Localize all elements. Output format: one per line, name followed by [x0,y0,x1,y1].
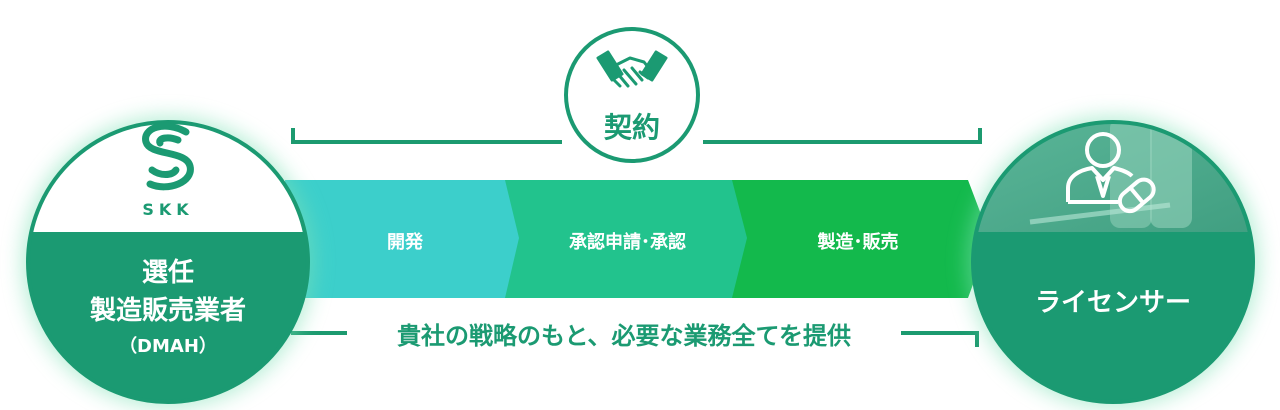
right-node-label: ライセンサー [1034,288,1191,318]
user-pill-icon [1066,132,1156,214]
bottom-caption: 貴社の戦略のもと、必要な業務全てを提供 [396,322,852,350]
process-step-development: 開発 [387,232,423,253]
skk-swirl-logo [142,122,194,191]
process-band [285,180,990,298]
left-node-title-line3: （DMAH） [119,336,217,357]
process-step-manufacturing: 製造･販売 [817,232,899,253]
contract-bracket [291,128,982,144]
handshake-icon [596,50,668,88]
left-node-title-line1: 選任 [141,258,194,288]
process-step-approval-shape [505,180,750,298]
right-node-circle [967,116,1259,408]
process-step-manufacturing-shape [732,180,990,298]
contract-label: 契約 [603,111,660,144]
caption-lines [291,331,979,347]
process-step-approval: 承認申請･承認 [569,232,686,253]
process-step-development-shape [285,180,522,298]
left-node-title-line2: 製造販売業者 [89,296,246,326]
skk-logo-text: SKK [142,200,194,219]
